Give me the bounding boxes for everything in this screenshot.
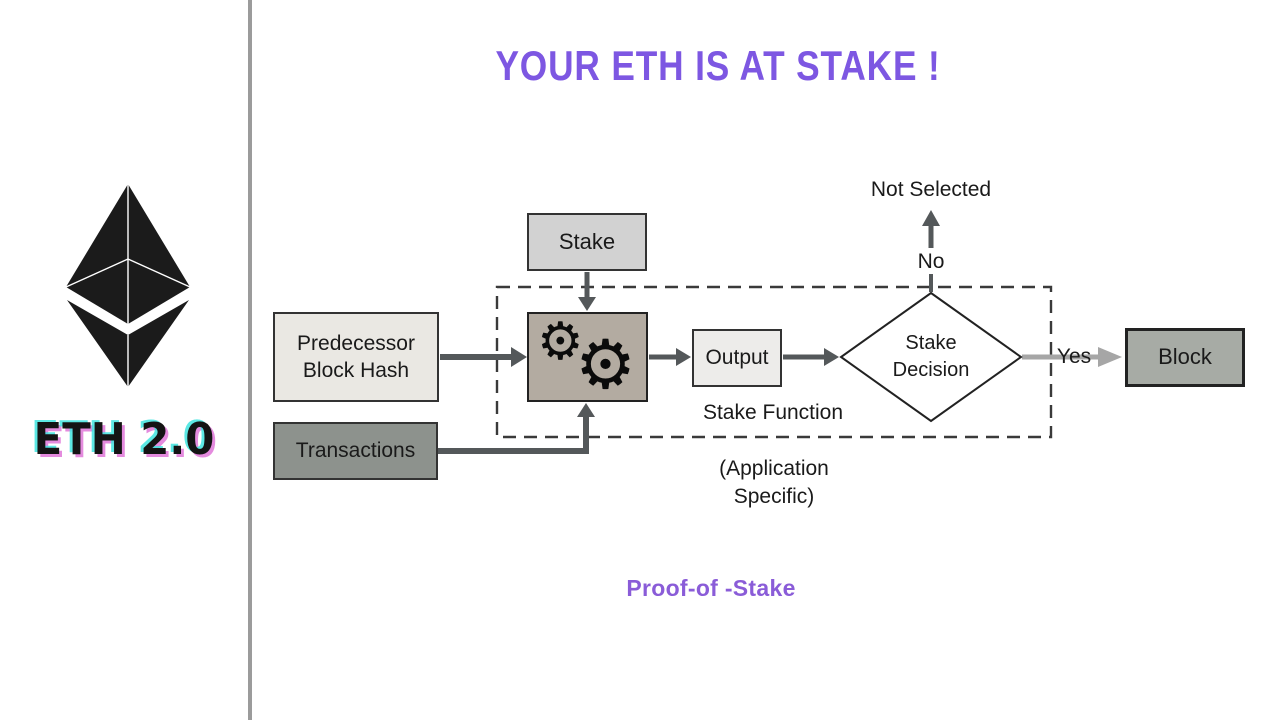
no-label: No [917,250,945,273]
page-title: YOUR ETH IS AT STAKE ! [495,42,941,89]
not-selected-label: Not Selected [870,178,992,201]
transactions-node: Transactions [273,422,438,480]
yes-label: Yes [1056,345,1092,368]
stake-function-label: Stake Function [702,401,844,424]
output-node: Output [692,329,782,387]
vertical-divider [248,0,252,720]
stake-decision-label: Stake Decision [892,332,970,381]
stake-function-gears-node: ⚙ ⚙ [527,312,648,402]
gear-icon: ⚙ [537,312,584,372]
ethereum-logo [65,184,191,387]
application-specific-label: (Application Specific) [719,457,829,509]
sidebar: ETH 2.0 [0,0,248,720]
stake-node: Stake [527,213,647,271]
gear-icon: ⚙ [575,326,636,405]
brand-text: ETH 2.0 [33,414,215,465]
proof-of-stake-caption: Proof-of -Stake [626,575,796,601]
block-node: Block [1125,328,1245,387]
predecessor-block-hash-node: Predecessor Block Hash [273,312,439,402]
